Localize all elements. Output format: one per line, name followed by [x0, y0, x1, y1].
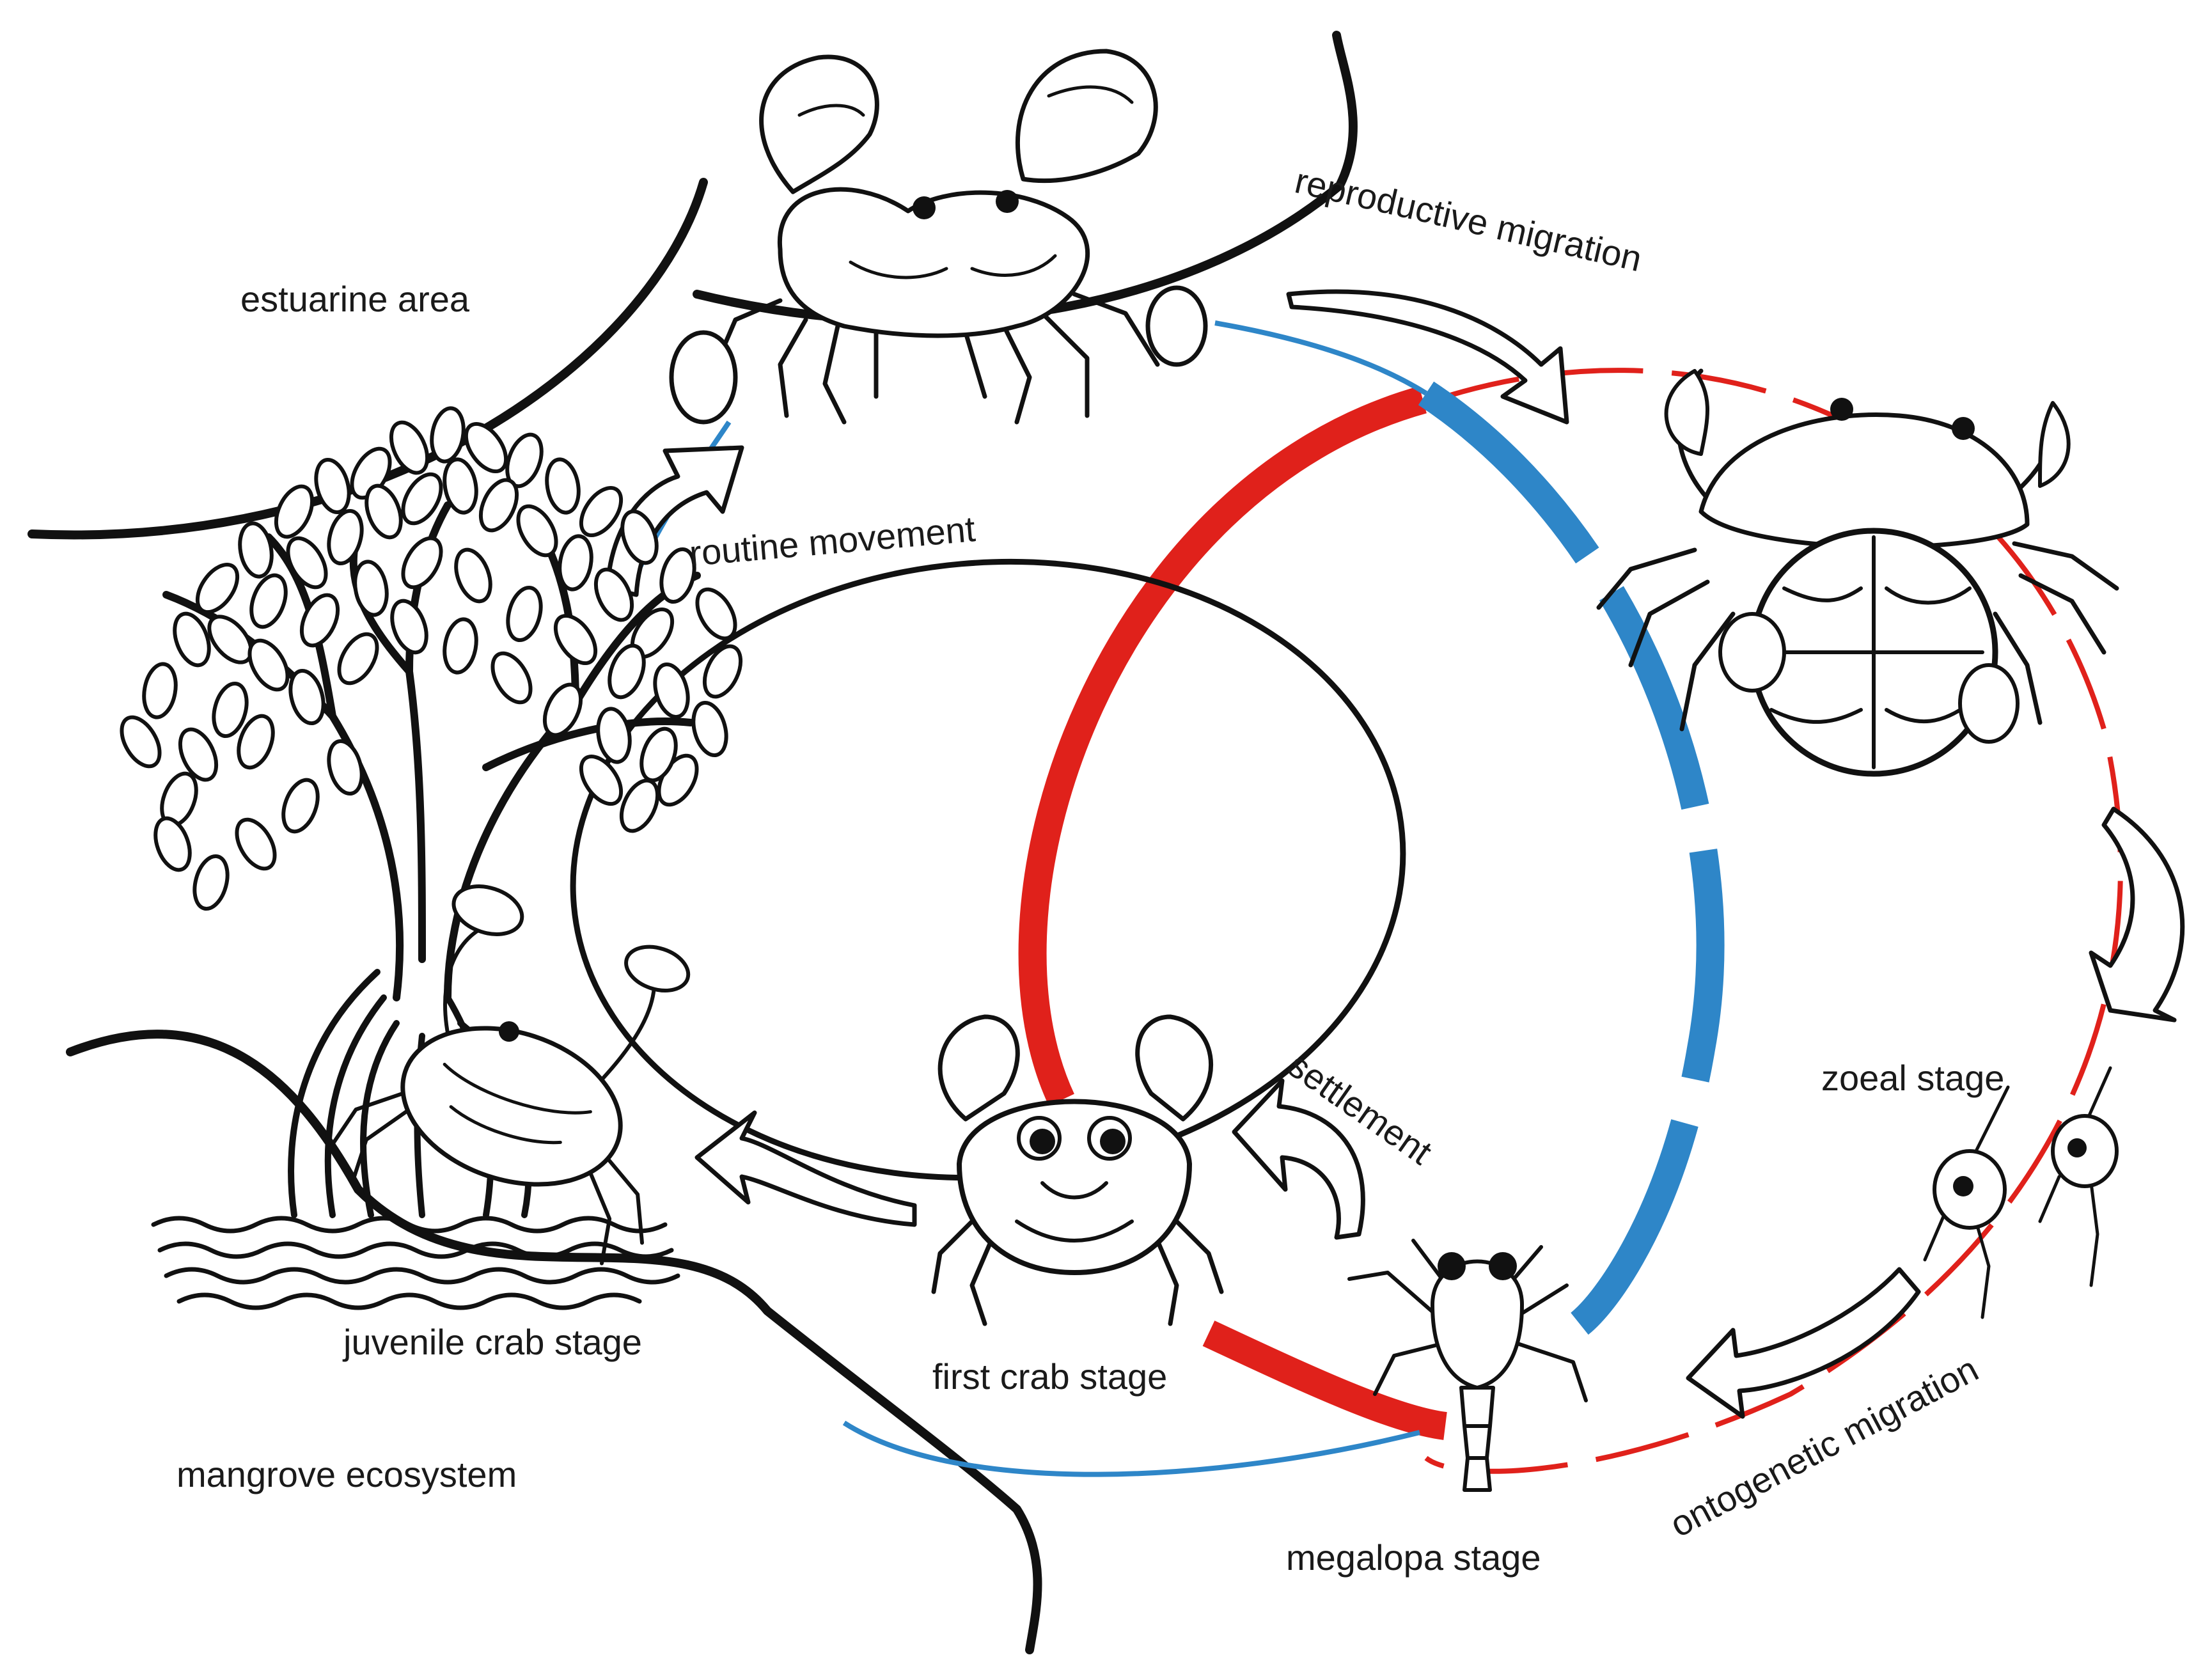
red-path-thick-lower	[1202, 1321, 1448, 1440]
downward-arrow-right	[2089, 806, 2185, 1023]
leaf	[249, 573, 288, 629]
leaf	[195, 562, 240, 615]
label-zoeal-stage: zoeal stage	[1821, 1058, 2004, 1098]
leaf	[337, 632, 379, 686]
adult-crab-eye-1	[913, 196, 936, 219]
leaf	[516, 504, 558, 558]
leaf	[596, 707, 632, 764]
leaf	[653, 662, 690, 719]
water-wave-1	[151, 1216, 668, 1234]
leaf	[553, 613, 598, 666]
leaf	[173, 611, 211, 668]
juvenile-crab-drawing	[327, 884, 691, 1266]
leaf	[702, 644, 743, 699]
leaf	[327, 739, 364, 796]
juvenile-arrow	[694, 1110, 917, 1227]
leaf	[207, 615, 253, 664]
leaf	[238, 521, 274, 579]
leaf	[478, 478, 519, 533]
leaf	[454, 547, 492, 604]
leaf	[542, 682, 583, 737]
leaf	[299, 593, 340, 648]
red-path-thick	[1018, 386, 1427, 1106]
label-megalopa-stage: megalopa stage	[1286, 1537, 1541, 1578]
leaf	[142, 662, 178, 719]
leaf	[365, 483, 403, 540]
leaf	[212, 681, 249, 739]
leaf	[443, 617, 478, 675]
leaf	[153, 816, 192, 872]
leaf	[281, 778, 320, 834]
leaf	[620, 509, 659, 565]
leaf	[593, 567, 634, 622]
water-wave-4	[176, 1292, 642, 1310]
red-path-outer	[1424, 368, 2123, 1474]
settlement-arrow	[1232, 1078, 1365, 1240]
leaf	[608, 643, 646, 700]
leaf	[401, 472, 443, 526]
leaf	[327, 508, 364, 566]
leaf	[237, 714, 275, 770]
leaf	[247, 638, 290, 692]
female-crab-eye-1	[1830, 398, 1853, 421]
leaf	[659, 547, 696, 604]
leaf	[401, 536, 443, 590]
adult-crabs-drawing	[669, 49, 1208, 425]
leaf	[490, 651, 533, 705]
leaf	[286, 536, 328, 590]
leaf	[274, 484, 315, 539]
leaf	[353, 560, 389, 617]
leaf	[695, 587, 737, 641]
leaf	[691, 700, 728, 758]
mangrove-shore-line	[66, 1030, 1042, 1654]
zoea-larvae-drawing	[1923, 1066, 2119, 1319]
region-boundaries	[27, 31, 1358, 1654]
leaf	[464, 421, 508, 474]
leaf	[558, 534, 593, 592]
leaf	[390, 599, 428, 655]
leaf	[619, 778, 660, 833]
first-crab-drawing	[931, 1014, 1224, 1326]
leaf	[579, 485, 624, 538]
leaf	[120, 715, 162, 769]
leaf	[314, 457, 351, 515]
leaf	[288, 668, 326, 726]
leaf	[192, 854, 230, 911]
label-first-crab-stage: first crab stage	[932, 1356, 1167, 1397]
female-crab-eye-2	[1952, 417, 1975, 440]
leaf	[389, 420, 430, 475]
blue-path-thin-top	[1214, 320, 1428, 396]
blue-path-thick	[1418, 381, 1725, 1335]
water-wave-2	[157, 1241, 674, 1259]
label-mangrove-ecosystem: mangrove ecosystem	[176, 1454, 517, 1494]
leaf	[545, 457, 581, 515]
adult-crab-eye-2	[996, 190, 1019, 213]
leaf	[430, 406, 466, 464]
mangrove-tree-illustration	[120, 406, 743, 1310]
label-routine-movement: routine movement	[688, 508, 977, 574]
juvenile-crab-eye	[498, 1021, 519, 1042]
movement-arrows	[605, 289, 2185, 1419]
tree-leaves	[120, 406, 743, 911]
berried-female-crab-drawing	[1596, 368, 2119, 777]
leaf	[506, 585, 543, 643]
label-juvenile-crab-stage: juvenile crab stage	[342, 1322, 642, 1362]
leaf	[579, 754, 624, 806]
ontogenetic-migration-arrow	[1686, 1267, 1921, 1419]
label-estuarine-area: estuarine area	[240, 279, 470, 319]
water-wave-3	[164, 1267, 680, 1285]
leaf	[235, 817, 277, 871]
blue-path-thin-bottom	[842, 1420, 1420, 1477]
label-reproductive-migration: reproductive migration	[1291, 160, 1645, 279]
megalopa-drawing	[1347, 1239, 1588, 1492]
leaf	[178, 727, 219, 782]
leaf	[443, 457, 478, 515]
reproductive-migration-arrow	[1286, 289, 1569, 425]
